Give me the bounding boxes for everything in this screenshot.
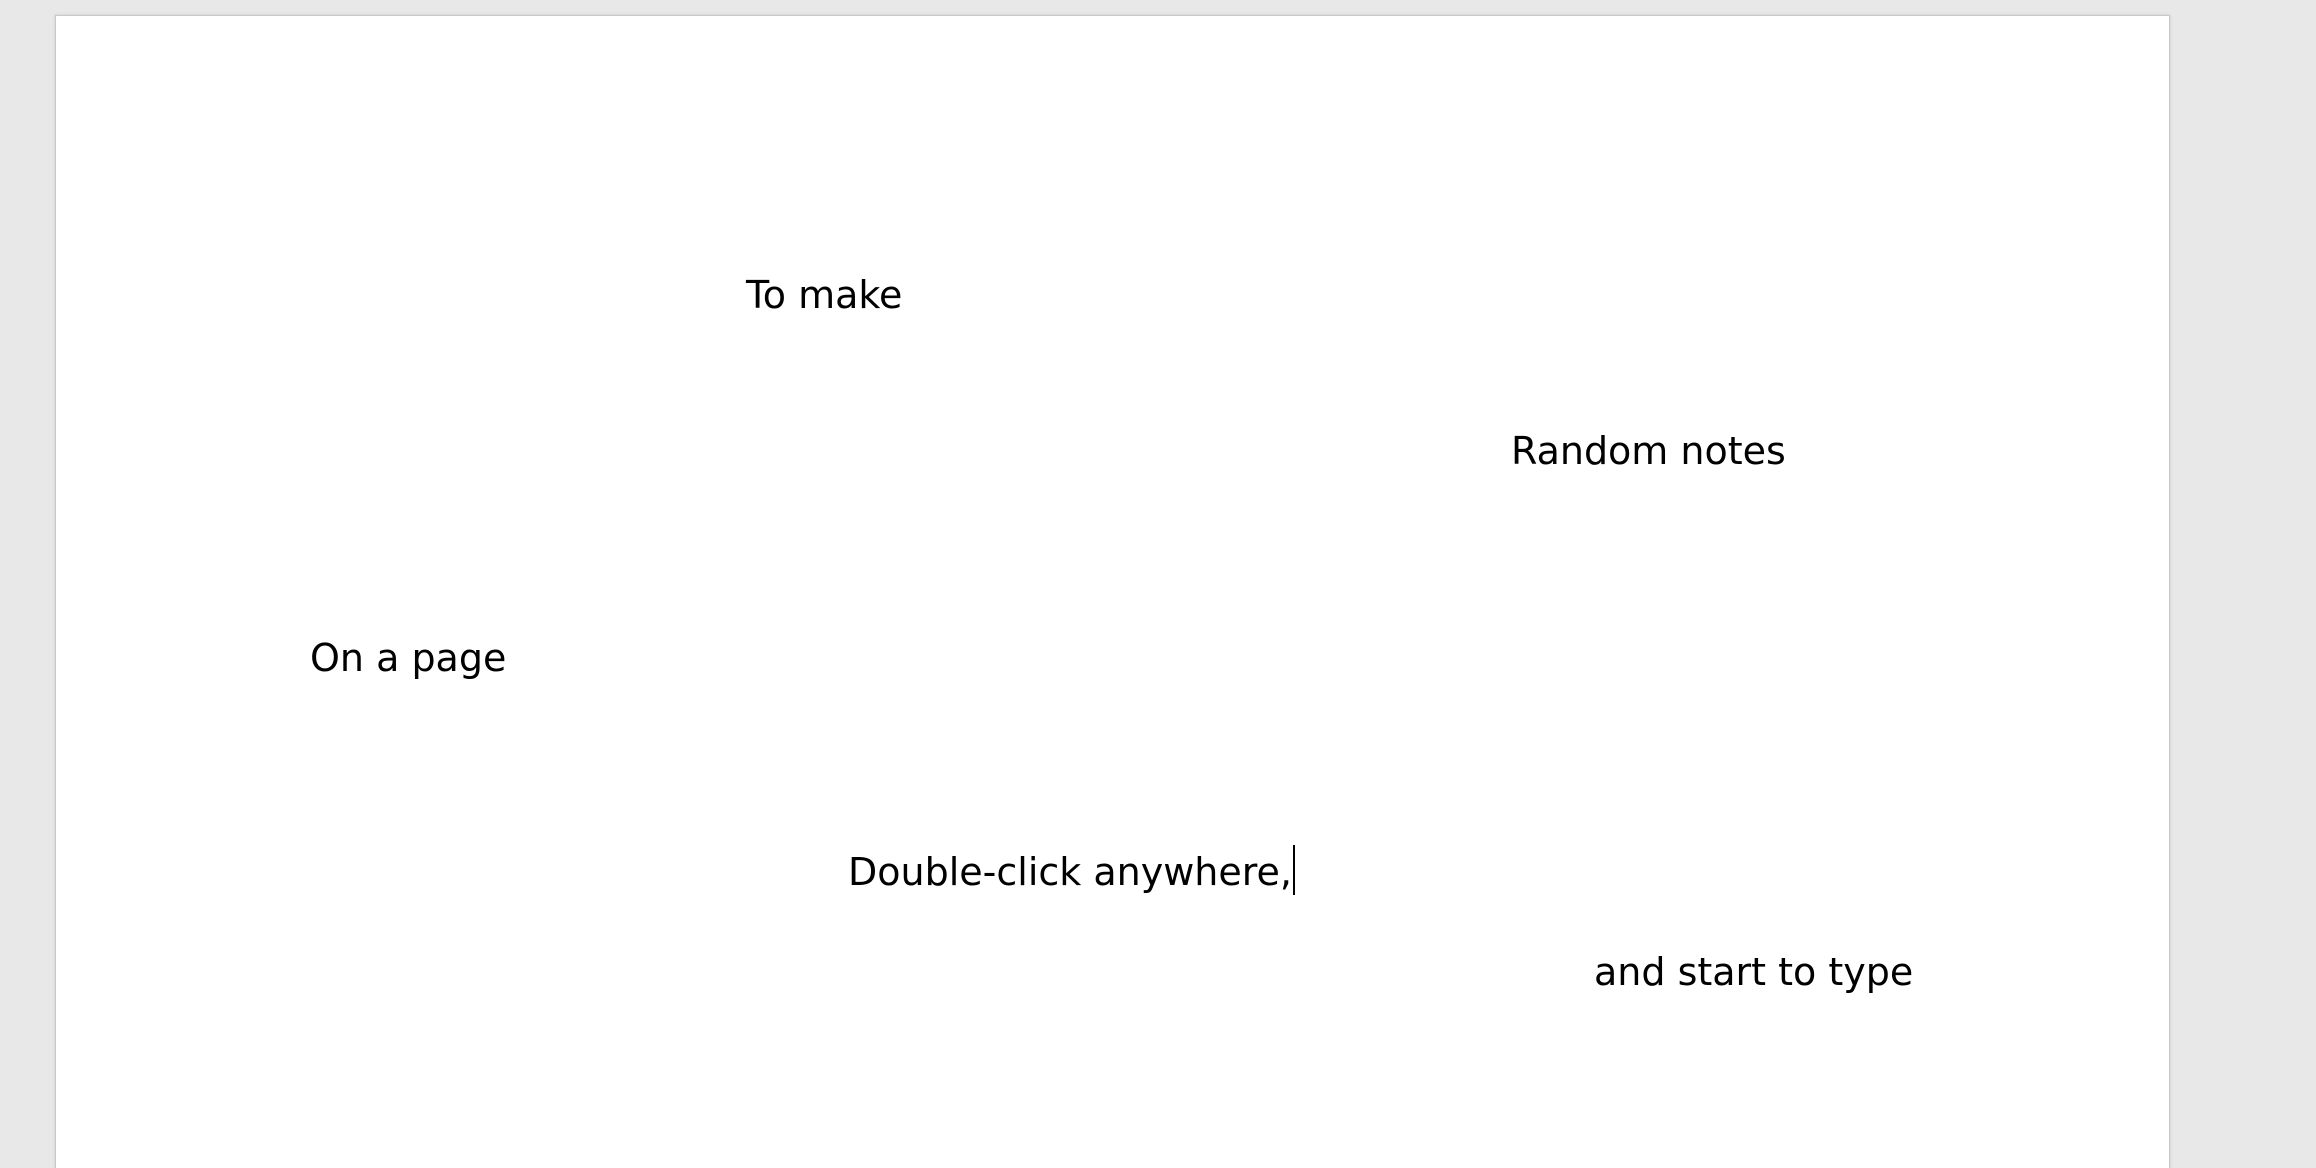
text-line-double-click-label: Double-click anywhere, — [848, 850, 1292, 894]
text-line-on-a-page[interactable]: On a page — [310, 636, 507, 680]
text-line-random-notes[interactable]: Random notes — [1511, 429, 1786, 473]
text-line-to-make[interactable]: To make — [746, 273, 903, 317]
text-line-double-click[interactable]: Double-click anywhere, — [848, 845, 1295, 895]
text-caret — [1293, 845, 1295, 895]
text-line-start-to-type[interactable]: and start to type — [1594, 950, 1914, 994]
document-page[interactable]: To make Random notes On a page Double-cl… — [55, 15, 2170, 1168]
